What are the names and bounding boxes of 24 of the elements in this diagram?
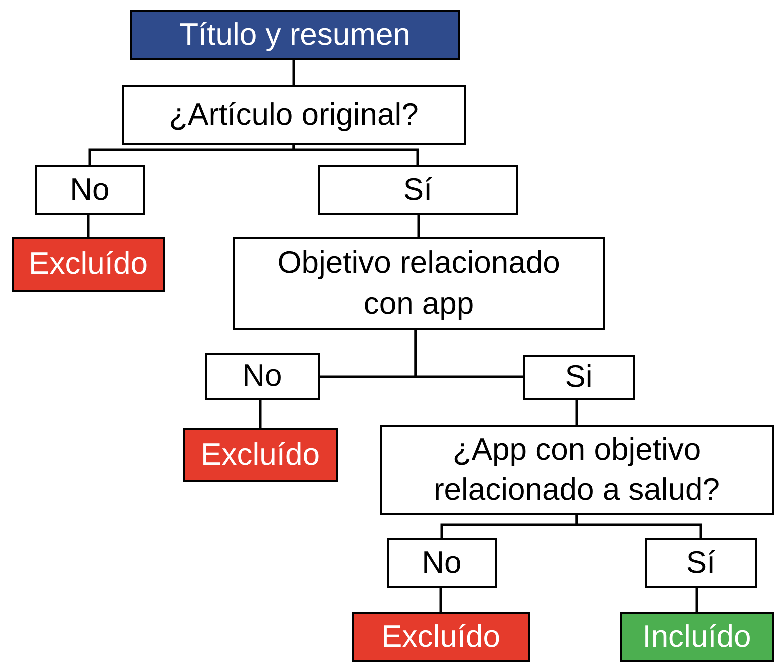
- excluded-box: Excluído: [352, 612, 530, 662]
- answer-box: No: [387, 538, 497, 588]
- connector-line: [576, 400, 578, 425]
- excluded-box: Excluído: [183, 428, 338, 482]
- connector-line: [87, 215, 90, 237]
- connector-line: [418, 215, 420, 237]
- connector-line: [696, 588, 698, 612]
- connector-line: [576, 515, 702, 538]
- excluded-box: Excluído: [12, 237, 165, 292]
- answer-box: Sí: [645, 538, 757, 588]
- answer-box: Sí: [318, 165, 518, 215]
- question-box: ¿App con objetivo relacionado a salud?: [380, 425, 774, 515]
- included-box: Incluído: [620, 612, 774, 662]
- answer-box: No: [35, 165, 145, 215]
- connector-line: [440, 588, 442, 612]
- connector-line: [414, 330, 523, 378]
- answer-box: Si: [523, 355, 635, 400]
- answer-box: No: [205, 353, 320, 400]
- question-box: ¿Artículo original?: [122, 85, 466, 145]
- question-box: Objetivo relacionado con app: [233, 237, 605, 330]
- connector-line: [292, 145, 420, 165]
- connector-line: [292, 60, 296, 85]
- connector-line: [259, 400, 262, 428]
- title-box: Título y resumen: [130, 10, 460, 60]
